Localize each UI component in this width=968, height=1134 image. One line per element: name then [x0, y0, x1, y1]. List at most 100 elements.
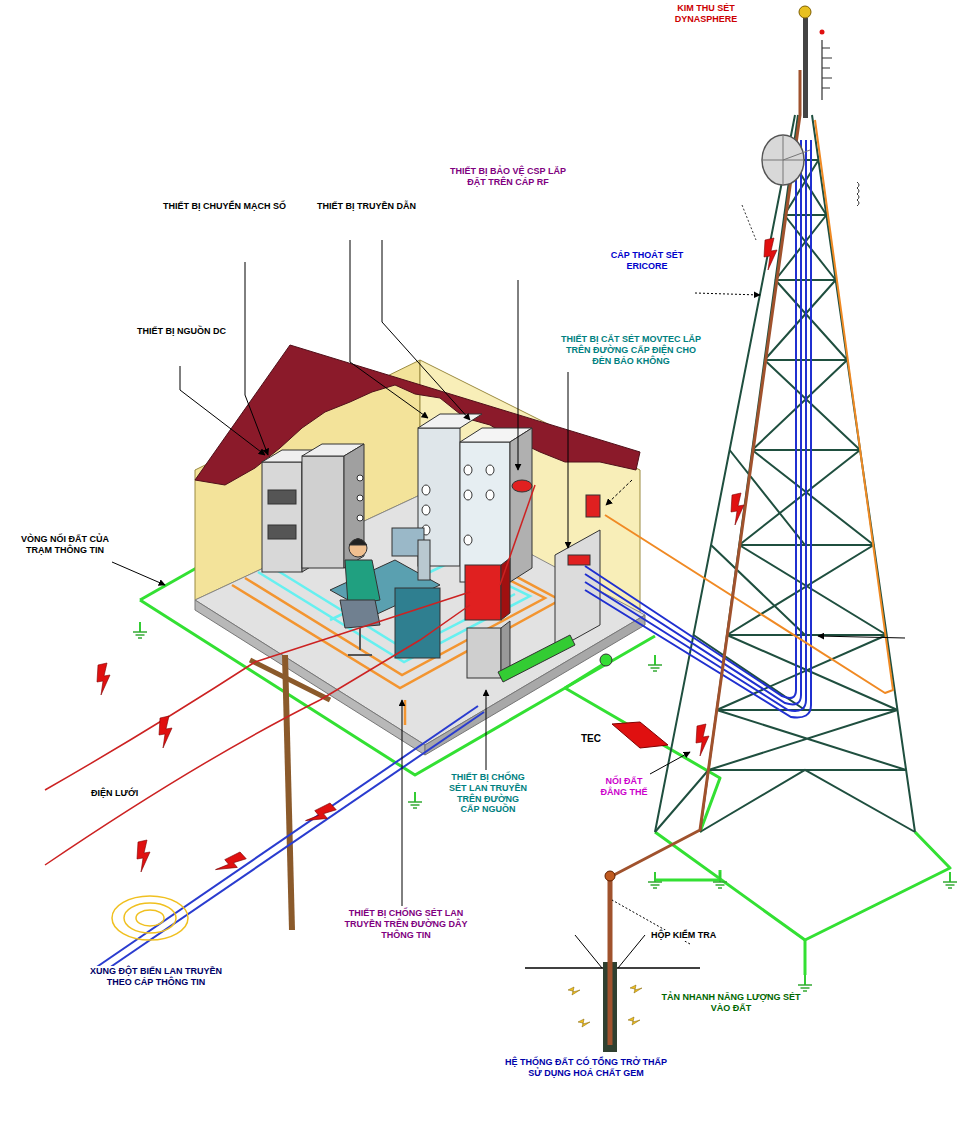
leader-lines: [568, 372, 569, 548]
callout-label: CÁP THOÁT SÉT ERICORE: [600, 250, 694, 272]
ground-rod: [630, 985, 642, 993]
protection-devices: [586, 495, 600, 517]
dc-power-cabinets: [262, 444, 364, 572]
tower-cables: [585, 140, 811, 718]
dc-power-cabinets: [357, 475, 363, 481]
callout-label: HỘP KIỂM TRA: [650, 930, 717, 941]
callout-label: HỆ THỐNG ĐẤT CÓ TỔNG TRỞ THẤP SỬ DỤNG HO…: [500, 1057, 672, 1079]
utility-pole: [250, 655, 330, 930]
callout-label: TEC: [580, 733, 602, 745]
callout-label: KIM THU SÉT DYNASPHERE: [664, 3, 748, 25]
mast-top: [762, 135, 810, 185]
callout-label: THIẾT BỊ TRUYỀN DẪN: [316, 201, 417, 212]
lightning-bolts: [214, 850, 248, 877]
protection-devices: [568, 555, 590, 565]
ground-symbols: [408, 792, 422, 808]
protection-devices: [555, 530, 600, 650]
ground-symbols: [133, 622, 147, 638]
mast-top: [822, 40, 832, 100]
transmission-cabinets: [460, 442, 510, 582]
operator-desk: [349, 539, 367, 546]
down-conductors: [612, 70, 800, 876]
lightning-bolts: [304, 801, 338, 828]
tower-cables: [585, 140, 806, 711]
operator-desk: [359, 628, 361, 650]
station-house: [195, 345, 645, 755]
tower-cables: [585, 140, 811, 718]
ground-rod: [628, 1017, 640, 1025]
protection-devices: [498, 635, 575, 682]
ground-symbols: [798, 975, 812, 991]
ground-network: [804, 940, 807, 975]
transmission-cabinets: [418, 414, 482, 428]
surge-rings: [136, 910, 164, 926]
surge-rings: [112, 896, 188, 940]
down-conductors: [605, 70, 893, 876]
callout-label: TẢN NHANH NĂNG LƯỢNG SÉT VÀO ĐẤT: [650, 992, 812, 1014]
operator-desk: [330, 528, 440, 658]
callout-label: NỐI ĐẤT ĐẲNG THẾ: [592, 776, 656, 798]
lightning-bolts: [97, 238, 777, 877]
dc-power-cabinets: [268, 525, 296, 539]
callout-label: THIẾT BỊ BẢO VỆ CSP LẮP ĐẶT TRÊN CÁP RF: [448, 166, 568, 188]
leader-lines: [650, 752, 690, 774]
protection-devices: [600, 654, 612, 666]
mains-lines: [320, 605, 470, 700]
callout-label: VÒNG NỐI ĐẤT CỦA TRẠM THÔNG TIN: [18, 534, 112, 556]
ground-symbols: [648, 872, 662, 888]
lightning-bolts: [731, 493, 744, 525]
mast-top: [742, 6, 859, 240]
utility-pole: [250, 660, 330, 700]
mains-lines: [500, 485, 535, 585]
callout-label: THIẾT BỊ CẮT SÉT MOVTEC LẮP TRÊN ĐƯỜNG C…: [556, 334, 706, 366]
ground-symbols: [943, 872, 957, 888]
callout-label: THIẾT BỊ CHỐNG SÉT LAN TRUYỀN TRÊN ĐƯỜNG…: [446, 772, 530, 815]
ground-network: [655, 832, 950, 940]
lightning-bolts: [764, 238, 777, 270]
ground-rod: [605, 871, 615, 881]
leader-lines: [112, 562, 165, 585]
transmission-cabinets: [486, 490, 494, 500]
dc-power-cabinets: [357, 515, 363, 521]
mains-lines: [45, 485, 535, 865]
ground-rod: [525, 871, 700, 1052]
surge-rings: [124, 903, 176, 933]
telecom-tower: [655, 450, 915, 832]
leader-lines: [180, 366, 265, 455]
protection-devices: [512, 480, 532, 492]
operator-desk: [349, 539, 367, 557]
mast-top: [820, 30, 825, 35]
mains-lines: [45, 662, 255, 790]
callout-label: XUNG ĐỘT BIẾN LAN TRUYỀN THEO CÁP THÔNG …: [80, 966, 232, 988]
leader-lines: [382, 240, 470, 420]
ground-rod: [568, 987, 580, 995]
operator-desk: [418, 540, 430, 580]
operator-desk: [395, 588, 440, 658]
utility-pole: [285, 655, 292, 930]
ground-network: [140, 566, 200, 600]
mast-top: [799, 6, 811, 18]
lightning-bolts: [696, 724, 709, 756]
leader-lines: [402, 700, 403, 906]
callout-label: THIẾT BỊ NGUỒN DC: [136, 326, 227, 337]
leader-lines: [245, 262, 268, 455]
lightning-bolts: [97, 663, 110, 695]
mains-lines: [45, 700, 320, 865]
ground-rod: [578, 1019, 590, 1027]
mast-top: [857, 182, 859, 206]
ground-symbols: [713, 872, 727, 888]
leader-lines: [518, 280, 519, 470]
operator-desk: [348, 654, 372, 656]
station-house: [195, 600, 425, 755]
callout-label: THIẾT BỊ CHỐNG SÉT LAN TRUYỀN TRÊN ĐƯỜNG…: [330, 908, 482, 940]
lightning-bolts: [159, 716, 172, 748]
protection-devices: [467, 628, 501, 678]
leader-lines: [695, 293, 760, 295]
leader-lines: [606, 480, 632, 505]
transmission-cabinets: [418, 414, 532, 582]
lightning-bolts: [137, 840, 150, 872]
surge-rings: [112, 896, 188, 940]
protection-devices: [465, 565, 501, 620]
transmission-cabinets: [464, 465, 472, 475]
